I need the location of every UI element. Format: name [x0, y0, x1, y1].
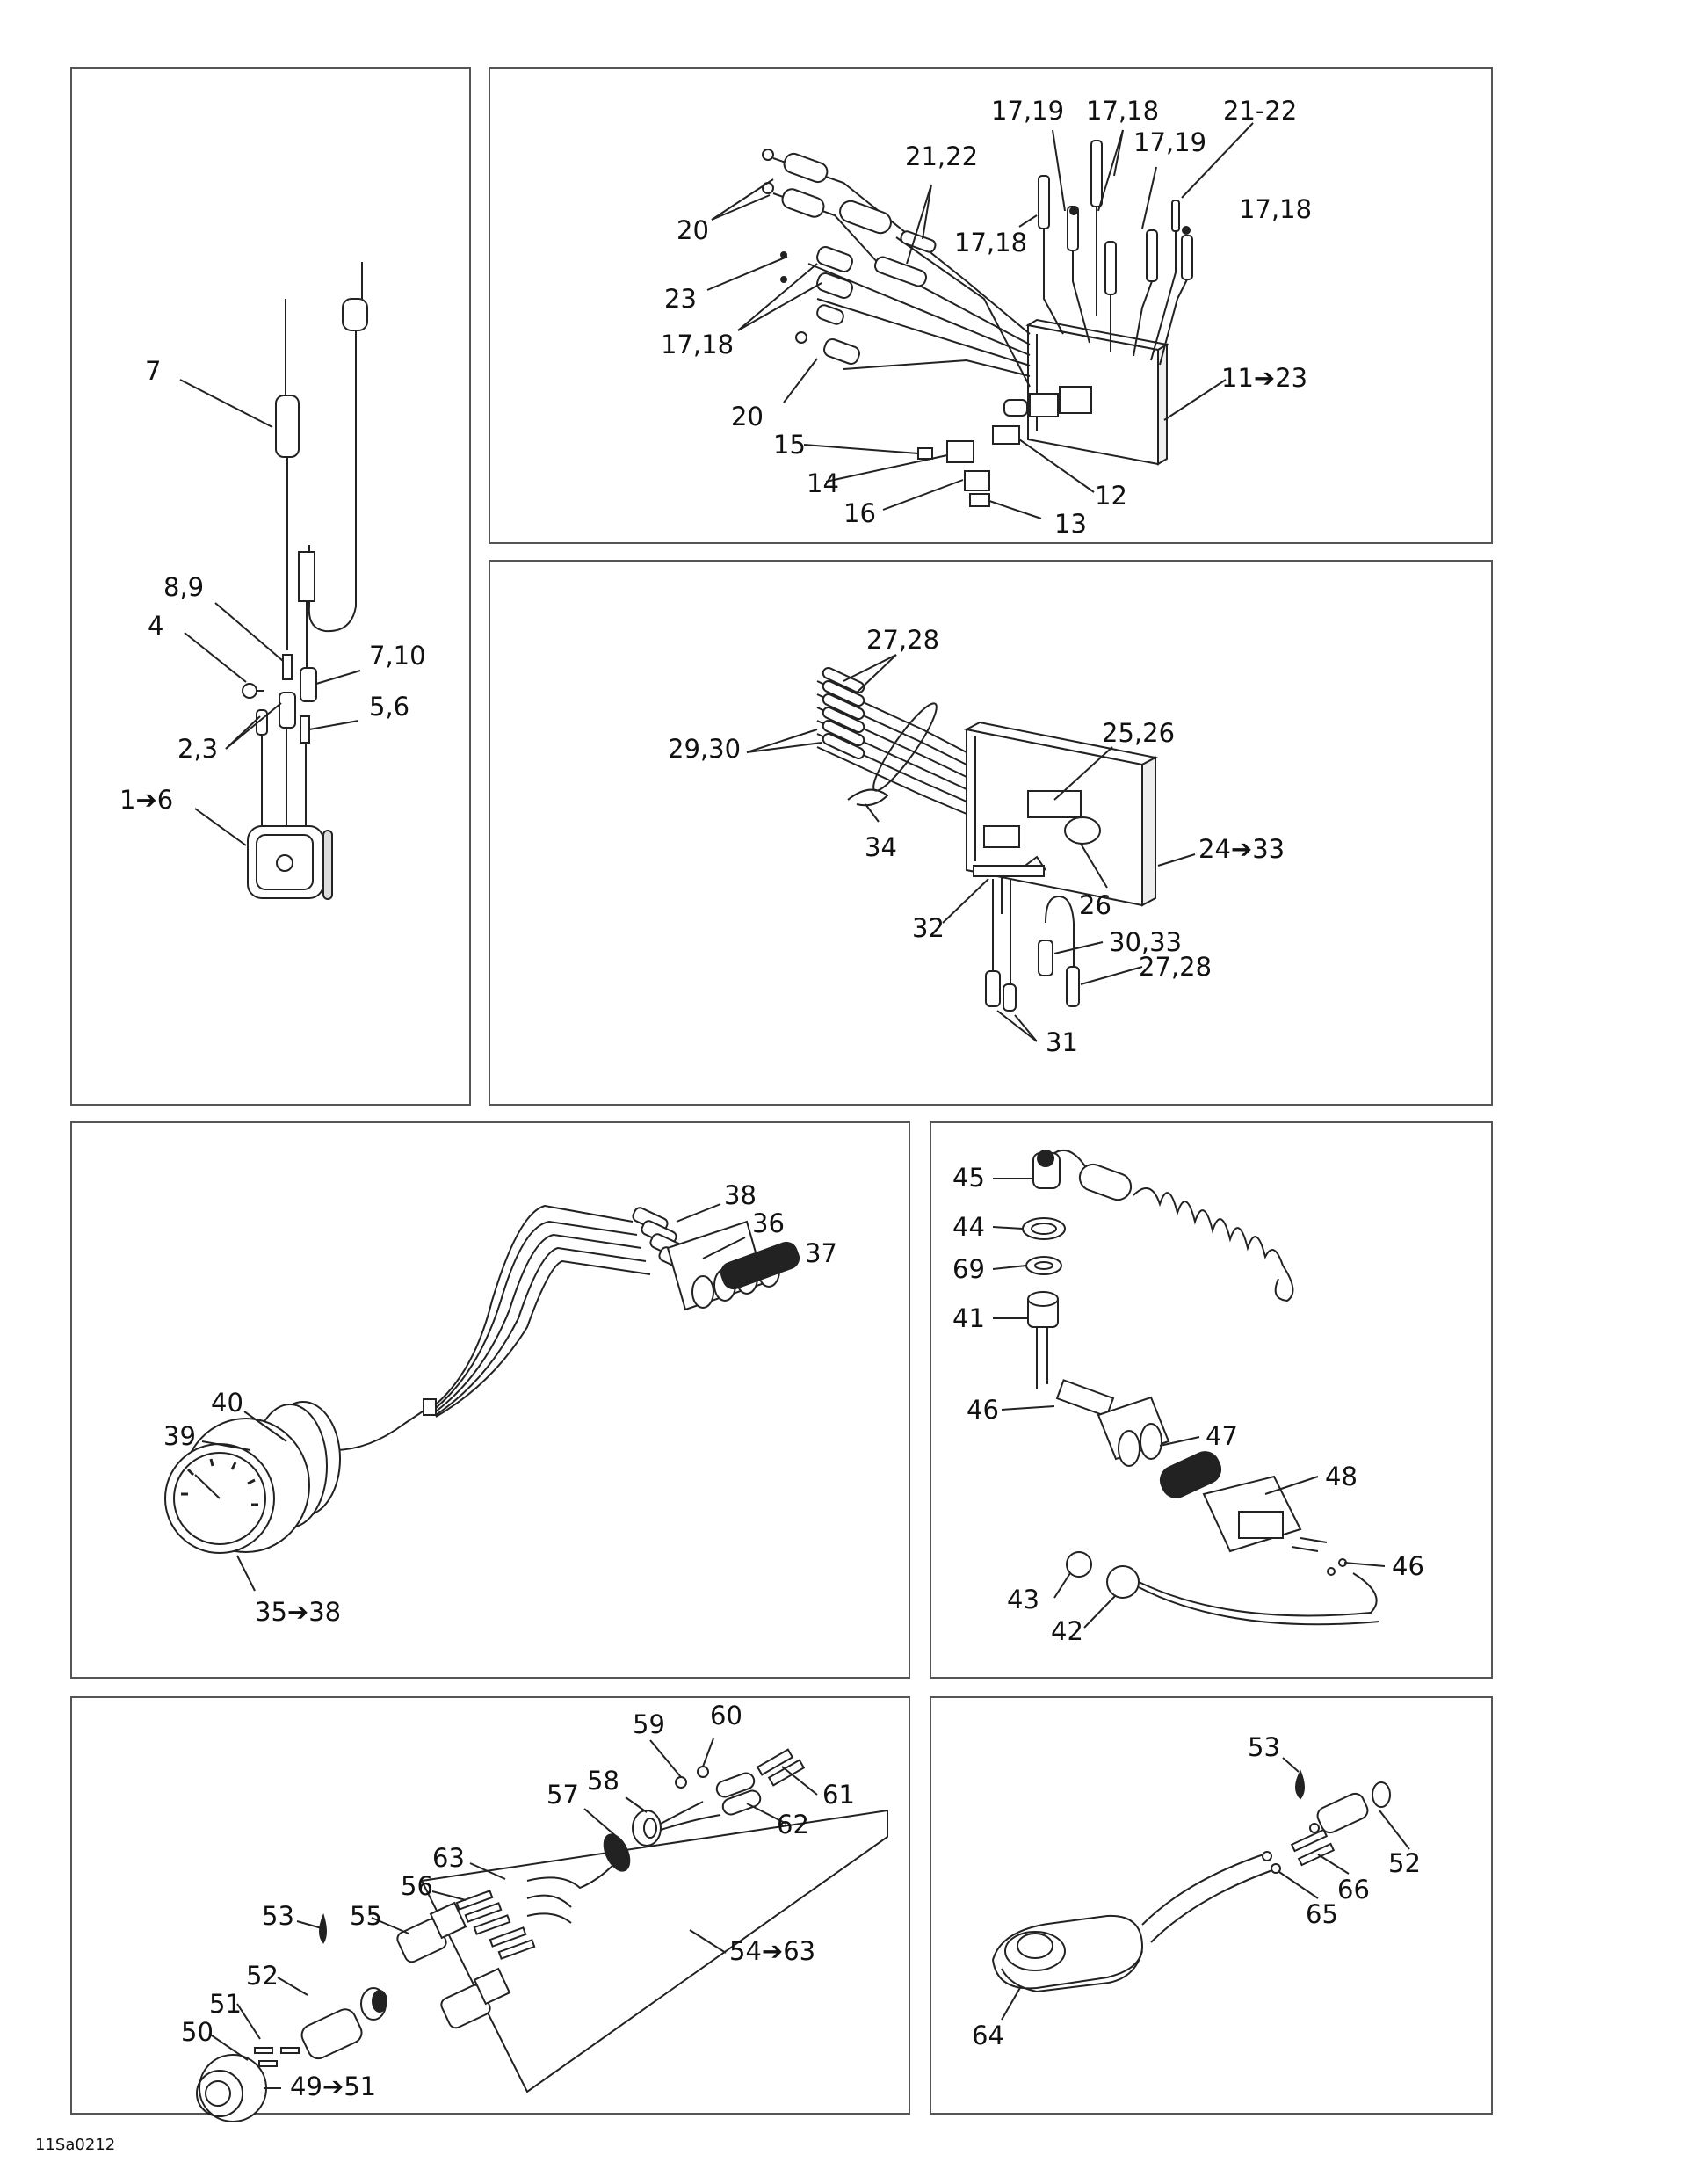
callout-label: 39	[163, 1421, 196, 1451]
callout-label: 69	[952, 1254, 985, 1284]
callout-label: 56	[401, 1871, 433, 1901]
callout-label: 17,18	[1086, 96, 1160, 126]
callout-label: 21-22	[1223, 96, 1298, 126]
callout-label: 46	[1392, 1551, 1424, 1581]
callout-label: 13	[1054, 509, 1087, 539]
callout-label: 53	[262, 1901, 294, 1931]
callout-label: 20	[731, 402, 764, 432]
callout-label: 17,18	[661, 330, 735, 359]
callout-label: 60	[710, 1701, 742, 1731]
panel-1-drawing	[179, 262, 368, 900]
callout-label: 1➔6	[119, 785, 174, 815]
callout-label: 14	[807, 468, 839, 498]
callout-label: 17,18	[954, 228, 1028, 258]
callout-label: 59	[633, 1709, 665, 1739]
callout-label: 23	[664, 284, 697, 314]
callout-label: 16	[844, 498, 876, 528]
callout-label: 29,30	[668, 734, 742, 764]
callout-label: 17,19	[1133, 127, 1207, 157]
callout-label: 38	[724, 1180, 757, 1210]
callout-label: 35➔38	[255, 1597, 342, 1627]
callout-label: 63	[432, 1843, 465, 1873]
callout-label: 55	[350, 1901, 382, 1931]
callout-label: 20	[677, 215, 709, 245]
callout-label: 37	[805, 1238, 837, 1268]
panel-6-drawing	[196, 1738, 888, 2122]
callout-label: 15	[773, 430, 806, 460]
panel-4-drawing	[164, 1203, 800, 1592]
callout-label: 17,19	[991, 96, 1065, 126]
callout-label: 51	[209, 1989, 242, 2019]
callout-label: 61	[822, 1780, 855, 1810]
callout-label: 47	[1206, 1421, 1238, 1451]
callout-label: 12	[1095, 481, 1127, 511]
callout-label: 8,9	[163, 572, 205, 602]
callout-label: 65	[1306, 1899, 1338, 1929]
callout-label: 7,10	[369, 641, 426, 671]
callout-label: 58	[587, 1766, 619, 1796]
callout-label: 43	[1007, 1585, 1039, 1614]
callout-label: 30,33	[1109, 927, 1183, 957]
callout-label: 27,28	[1139, 952, 1213, 982]
panel-3-drawing	[746, 654, 1196, 1042]
panel-2	[489, 67, 1493, 544]
callout-label: 45	[952, 1163, 985, 1193]
callout-label: 11➔23	[1221, 363, 1308, 393]
callout-label: 54➔63	[729, 1936, 816, 1966]
callout-label: 17,18	[1239, 194, 1313, 224]
callout-label: 24➔33	[1198, 834, 1285, 864]
callout-label: 32	[912, 913, 945, 943]
panel-4	[70, 1121, 910, 1679]
callout-label: 62	[777, 1810, 809, 1839]
callout-label: 2,3	[177, 734, 219, 764]
callout-label: 64	[972, 2021, 1004, 2050]
callout-label: 5,6	[369, 692, 410, 722]
panel-5	[930, 1121, 1493, 1679]
callout-label: 46	[967, 1395, 999, 1425]
callout-label: 4	[148, 611, 164, 641]
callout-label: 57	[547, 1780, 579, 1810]
callout-label: 26	[1079, 890, 1111, 920]
callout-label: 53	[1248, 1732, 1280, 1762]
panel-7-drawing	[991, 1757, 1410, 2021]
callout-label: 25,26	[1102, 718, 1176, 748]
callout-label: 44	[952, 1212, 985, 1242]
callout-label: 36	[752, 1208, 785, 1238]
callout-label: 42	[1051, 1616, 1083, 1646]
callout-label: 48	[1325, 1462, 1358, 1491]
callout-label: 31	[1046, 1027, 1078, 1057]
panel-2-drawing	[706, 122, 1254, 519]
callout-label: 41	[952, 1303, 985, 1333]
callout-label: 21,22	[905, 141, 979, 171]
panel-1	[70, 67, 471, 1106]
callout-label: 52	[246, 1961, 279, 1991]
callout-label: 49➔51	[290, 2072, 377, 2101]
callout-label: 66	[1337, 1875, 1370, 1905]
figure-code: 11Sa0212	[35, 2136, 116, 2154]
callout-label: 7	[145, 356, 162, 386]
panel-5-drawing	[992, 1149, 1386, 1629]
callout-label: 52	[1388, 1848, 1421, 1878]
callout-label: 27,28	[866, 625, 940, 655]
panel-7	[930, 1696, 1493, 2115]
callout-label: 40	[211, 1388, 243, 1418]
callout-label: 50	[181, 2017, 214, 2047]
callout-label: 34	[865, 832, 897, 862]
